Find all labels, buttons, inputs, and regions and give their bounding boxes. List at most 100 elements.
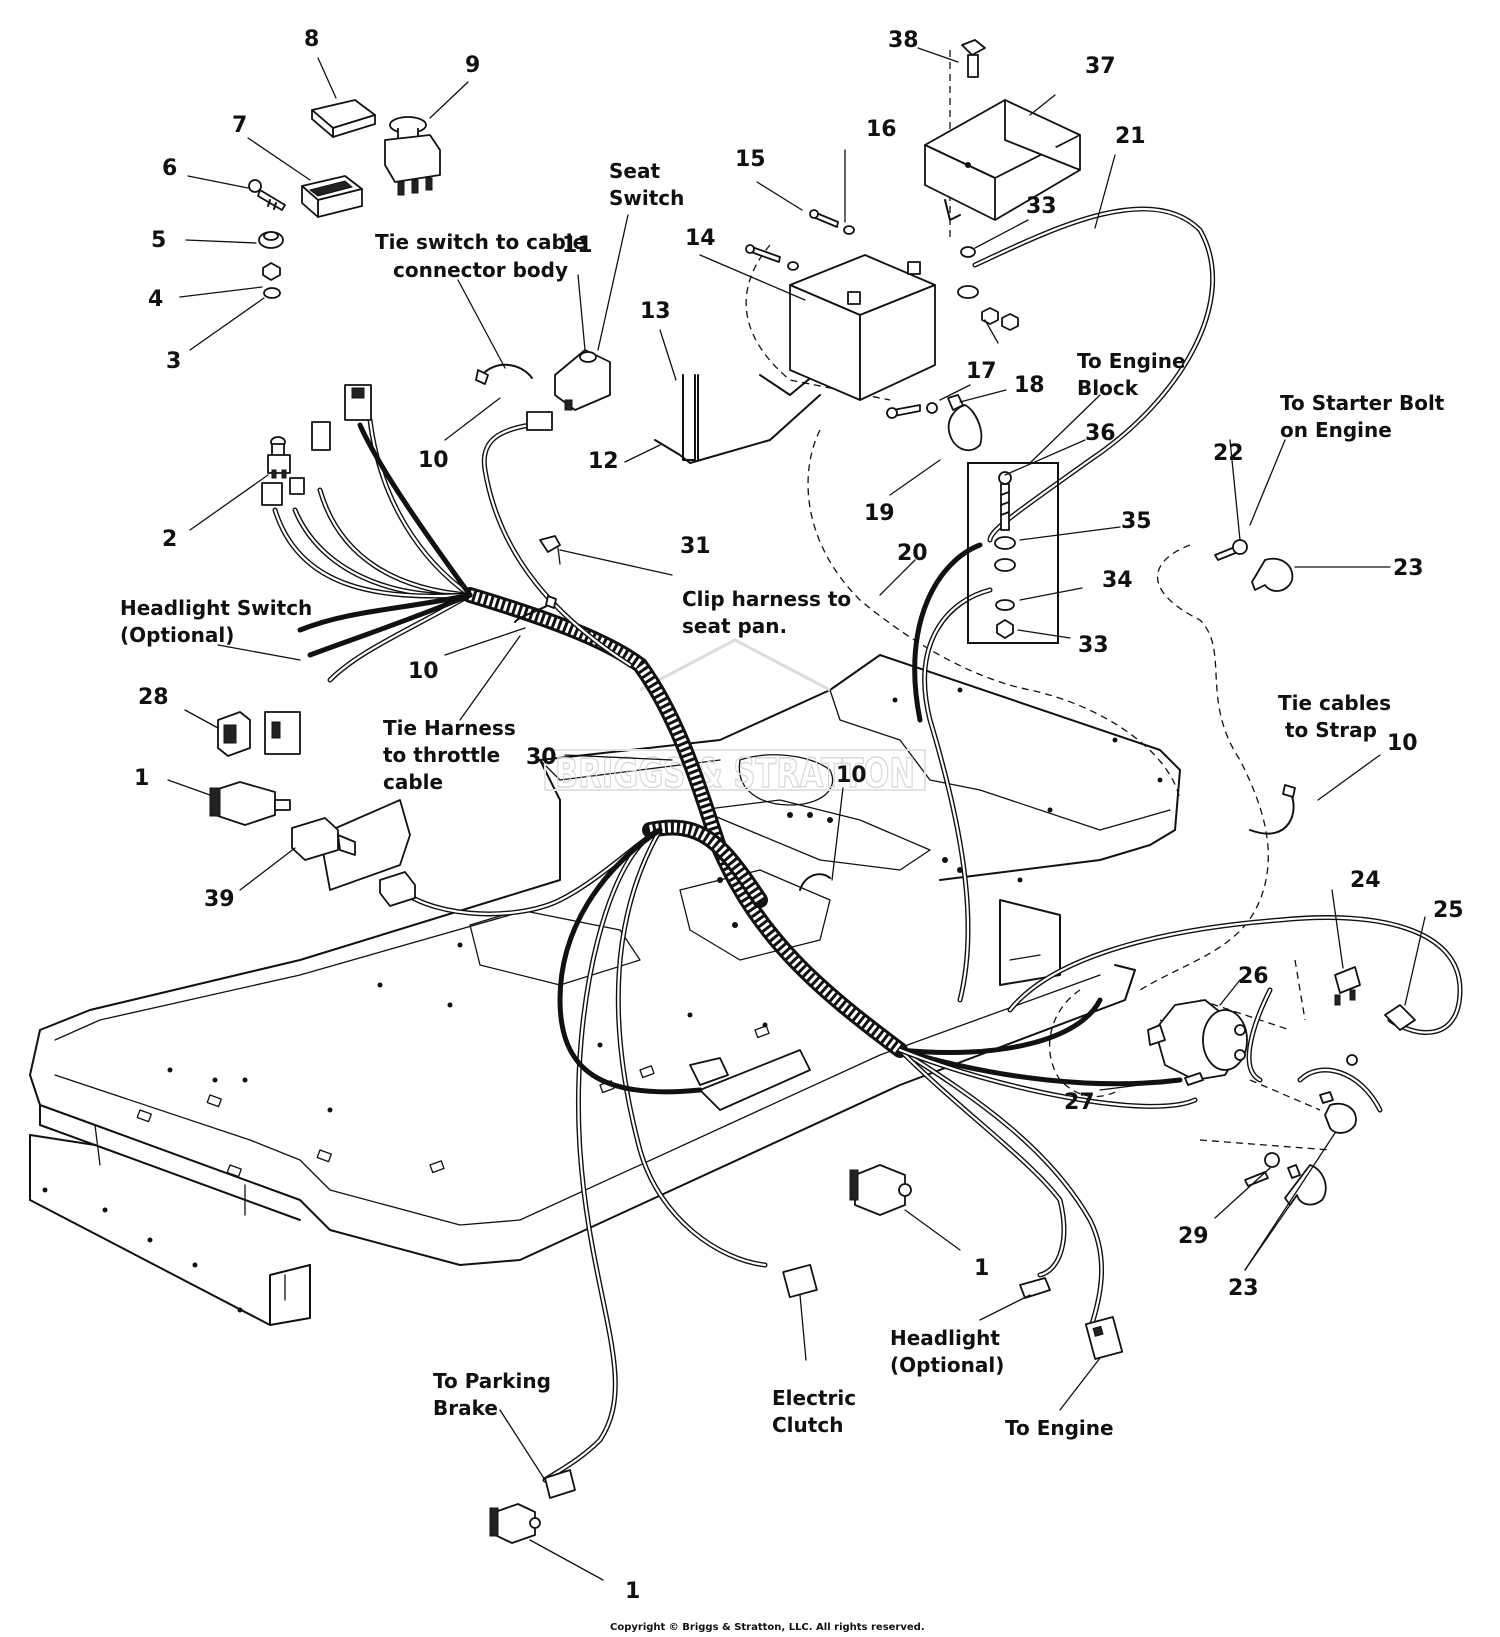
note-headlight-switch-2: (Optional) [120, 623, 234, 647]
note-headlight: Headlight [890, 1326, 1000, 1350]
callout-23-starter: 23 [1393, 556, 1424, 581]
callout-24: 24 [1350, 868, 1381, 893]
part-terminal-boot [1251, 557, 1294, 592]
part-terminal-boot [947, 404, 983, 452]
frame-drawing [29, 654, 1181, 1326]
callout-20: 20 [897, 541, 928, 566]
callout-26: 26 [1238, 964, 1269, 989]
note-headlight-2: (Optional) [890, 1353, 1004, 1377]
callout-9: 9 [465, 53, 480, 78]
callout-12: 12 [588, 449, 619, 474]
watermark-text: BRIGGS & STRATTON [555, 751, 915, 797]
part-cover [311, 99, 376, 138]
callout-36: 36 [1085, 421, 1116, 446]
leader-lines [167, 47, 1426, 1581]
part-washer [263, 287, 281, 299]
note-electric-clutch-2: Clutch [772, 1413, 843, 1437]
callout-18: 18 [1014, 373, 1045, 398]
note-tie-switch-2: connector body [393, 258, 568, 282]
callout-21: 21 [1115, 124, 1146, 149]
callout-35: 35 [1121, 509, 1152, 534]
note-seat-switch-2: Switch [609, 186, 684, 210]
note-to-starter-bolt: To Starter Bolt [1280, 391, 1445, 415]
harness-wires [272, 206, 1463, 1483]
callout-1-clutch: 1 [974, 1256, 989, 1281]
callout-1-front: 1 [134, 766, 149, 791]
callout-23-boots: 23 [1228, 1276, 1259, 1301]
callout-19: 19 [864, 501, 895, 526]
callout-25: 25 [1433, 898, 1464, 923]
note-to-parking-brake: To Parking [433, 1369, 551, 1393]
callout-5: 5 [151, 228, 166, 253]
part-clip [539, 535, 561, 553]
part-fuse-holder [1384, 1004, 1416, 1031]
callout-10-seat: 10 [418, 448, 449, 473]
callout-33-top: 33 [1026, 194, 1057, 219]
callout-10-strap: 10 [1387, 731, 1418, 756]
note-to-engine-block: To Engine [1077, 349, 1186, 373]
callout-6: 6 [162, 156, 177, 181]
note-headlight-switch: Headlight Switch [120, 596, 312, 620]
cable-tie [481, 363, 533, 379]
part-battery [789, 254, 936, 401]
callout-34: 34 [1102, 568, 1133, 593]
note-tie-cables: Tie cables [1278, 691, 1391, 715]
note-tie-harness-2: to throttle [383, 743, 500, 767]
note-seat-switch: Seat [609, 159, 660, 183]
part-battery-cover [924, 99, 1081, 221]
note-to-engine: To Engine [1005, 1416, 1114, 1440]
callout-39: 39 [204, 887, 235, 912]
part-nut [262, 262, 281, 281]
callout-10-center: 10 [836, 763, 867, 788]
note-clip-harness: Clip harness to [682, 587, 851, 611]
callout-8: 8 [304, 27, 319, 52]
callout-11: 11 [562, 233, 593, 258]
part-clutch-switch [849, 1164, 912, 1216]
part-hour-meter [301, 175, 363, 218]
part-parking-brake-switch [489, 1469, 576, 1544]
watermark: BRIGGS & STRATTON [544, 638, 926, 798]
callout-28: 28 [138, 685, 169, 710]
callout-3: 3 [166, 349, 181, 374]
part-headlight-switch [217, 711, 301, 757]
part-key [248, 179, 286, 211]
callout-22: 22 [1213, 441, 1244, 466]
callout-31: 31 [680, 534, 711, 559]
callout-30: 30 [526, 745, 557, 770]
part-solenoid [1147, 999, 1248, 1081]
part-relay [1334, 966, 1361, 1006]
callout-33-bottom: 33 [1078, 633, 1109, 658]
part-screw [961, 39, 986, 56]
part-plunger-switch [209, 781, 356, 861]
part-pto-switch [384, 116, 441, 196]
note-tie-cables-2: to Strap [1285, 718, 1377, 742]
callout-15: 15 [735, 147, 766, 172]
callout-10-harness: 10 [408, 659, 439, 684]
engine-block-hardware [967, 462, 1059, 644]
part-seat-switch [554, 349, 611, 411]
callout-37: 37 [1085, 54, 1116, 79]
note-to-parking-brake-2: Brake [433, 1396, 498, 1420]
note-clip-harness-2: seat pan. [682, 614, 787, 638]
callout-27: 27 [1064, 1090, 1095, 1115]
annotation-notes: Seat Switch Tie switch to cable connecto… [120, 159, 1445, 1440]
note-to-engine-block-2: Block [1077, 376, 1139, 400]
callout-2: 2 [162, 527, 177, 552]
callout-numbers: 8 9 7 6 5 4 3 2 10 10 10 10 11 12 13 14 … [134, 27, 1464, 1604]
copyright-notice: Copyright © Briggs & Stratton, LLC. All … [610, 1622, 925, 1633]
note-tie-harness-3: cable [383, 770, 443, 794]
note-electric-clutch: Electric [772, 1386, 856, 1410]
part-ignition-switch [267, 436, 291, 479]
note-tie-harness: Tie Harness [383, 716, 516, 740]
callout-4: 4 [148, 287, 163, 312]
note-to-starter-bolt-2: on Engine [1280, 418, 1392, 442]
callout-29: 29 [1178, 1224, 1209, 1249]
callout-14: 14 [685, 226, 716, 251]
callout-1-brake: 1 [625, 1579, 640, 1604]
note-tie-switch: Tie switch to cable [375, 230, 586, 254]
callout-13: 13 [640, 299, 671, 324]
callout-7: 7 [232, 113, 247, 138]
part-bolt [750, 246, 781, 263]
parts [209, 39, 1416, 1544]
